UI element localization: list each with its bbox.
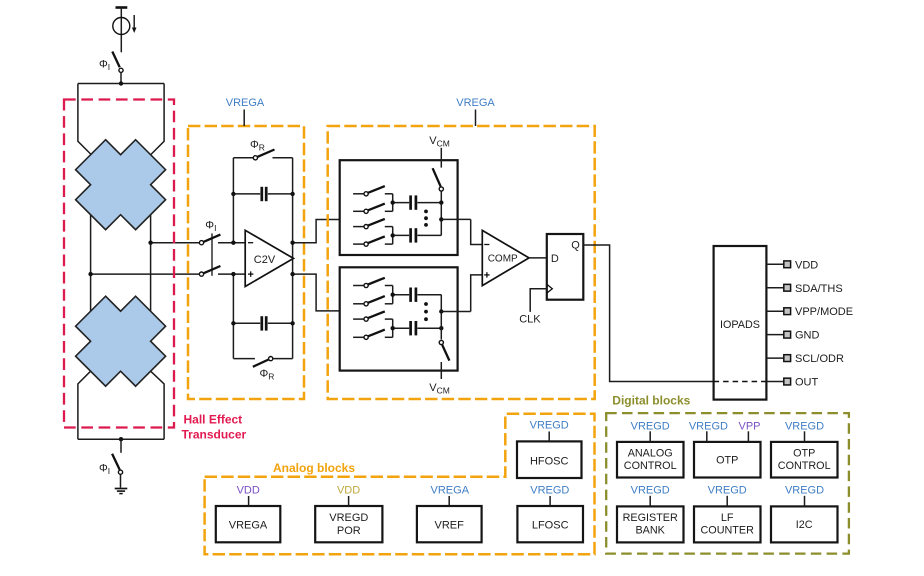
- svg-text:VREGD: VREGD: [631, 485, 670, 497]
- svg-text:CONTROL: CONTROL: [624, 460, 677, 472]
- svg-text:ΦR: ΦR: [250, 139, 265, 153]
- svg-text:ΦR: ΦR: [260, 368, 275, 382]
- svg-text:Q: Q: [571, 239, 580, 251]
- svg-text:I2C: I2C: [796, 519, 813, 531]
- svg-text:OTP: OTP: [793, 447, 815, 459]
- svg-text:LFOSC: LFOSC: [532, 520, 569, 532]
- svg-text:VREGA: VREGA: [229, 520, 268, 532]
- svg-text:VREGD: VREGD: [631, 420, 670, 432]
- svg-text:VREGD: VREGD: [530, 484, 569, 496]
- svg-text:Transducer: Transducer: [182, 428, 247, 442]
- svg-text:OTP: OTP: [716, 455, 738, 467]
- svg-text:VREGD: VREGD: [530, 420, 569, 432]
- svg-text:VREGA: VREGA: [456, 97, 495, 109]
- svg-text:VREGD: VREGD: [785, 485, 824, 497]
- svg-text:Analog blocks: Analog blocks: [273, 461, 355, 475]
- svg-text:ΦI: ΦI: [99, 463, 110, 477]
- svg-text:POR: POR: [337, 525, 361, 537]
- svg-text:ΦI: ΦI: [205, 220, 216, 234]
- svg-text:SCL/ODR: SCL/ODR: [795, 353, 844, 365]
- svg-text:VDD: VDD: [795, 259, 818, 271]
- svg-text:COMP: COMP: [488, 254, 518, 265]
- svg-text:HFOSC: HFOSC: [530, 455, 569, 467]
- svg-text:ΦI: ΦI: [99, 59, 110, 73]
- svg-text:VCM: VCM: [429, 382, 450, 396]
- svg-text:LF: LF: [721, 512, 734, 524]
- svg-text:VREGA: VREGA: [226, 97, 265, 109]
- svg-text:VPP: VPP: [738, 420, 760, 432]
- svg-text:OUT: OUT: [795, 377, 819, 389]
- svg-text:VREGD: VREGD: [329, 512, 368, 524]
- svg-text:COUNTER: COUNTER: [701, 525, 755, 537]
- svg-text:Hall Effect: Hall Effect: [184, 413, 243, 427]
- svg-text:ANALOG: ANALOG: [628, 447, 673, 459]
- svg-text:VDD: VDD: [237, 484, 260, 496]
- svg-text:VCM: VCM: [429, 135, 450, 149]
- svg-text:IOPADS: IOPADS: [720, 319, 760, 331]
- svg-text:CONTROL: CONTROL: [778, 460, 831, 472]
- svg-text:VREGD: VREGD: [785, 420, 824, 432]
- svg-text:VREGD: VREGD: [689, 420, 728, 432]
- svg-text:VREGD: VREGD: [708, 485, 747, 497]
- svg-text:VPP/MODE: VPP/MODE: [795, 306, 853, 318]
- svg-text:BANK: BANK: [635, 525, 665, 537]
- svg-text:CLK: CLK: [519, 314, 541, 326]
- svg-text:Digital blocks: Digital blocks: [612, 394, 690, 408]
- svg-text:VDD: VDD: [337, 484, 360, 496]
- svg-text:SDA/THS: SDA/THS: [795, 283, 843, 295]
- svg-text:C2V: C2V: [254, 254, 276, 266]
- svg-text:D: D: [551, 253, 559, 265]
- svg-text:GND: GND: [795, 330, 820, 342]
- svg-text:VREF: VREF: [435, 520, 465, 532]
- svg-text:REGISTER: REGISTER: [623, 512, 678, 524]
- svg-text:VREGA: VREGA: [431, 484, 470, 496]
